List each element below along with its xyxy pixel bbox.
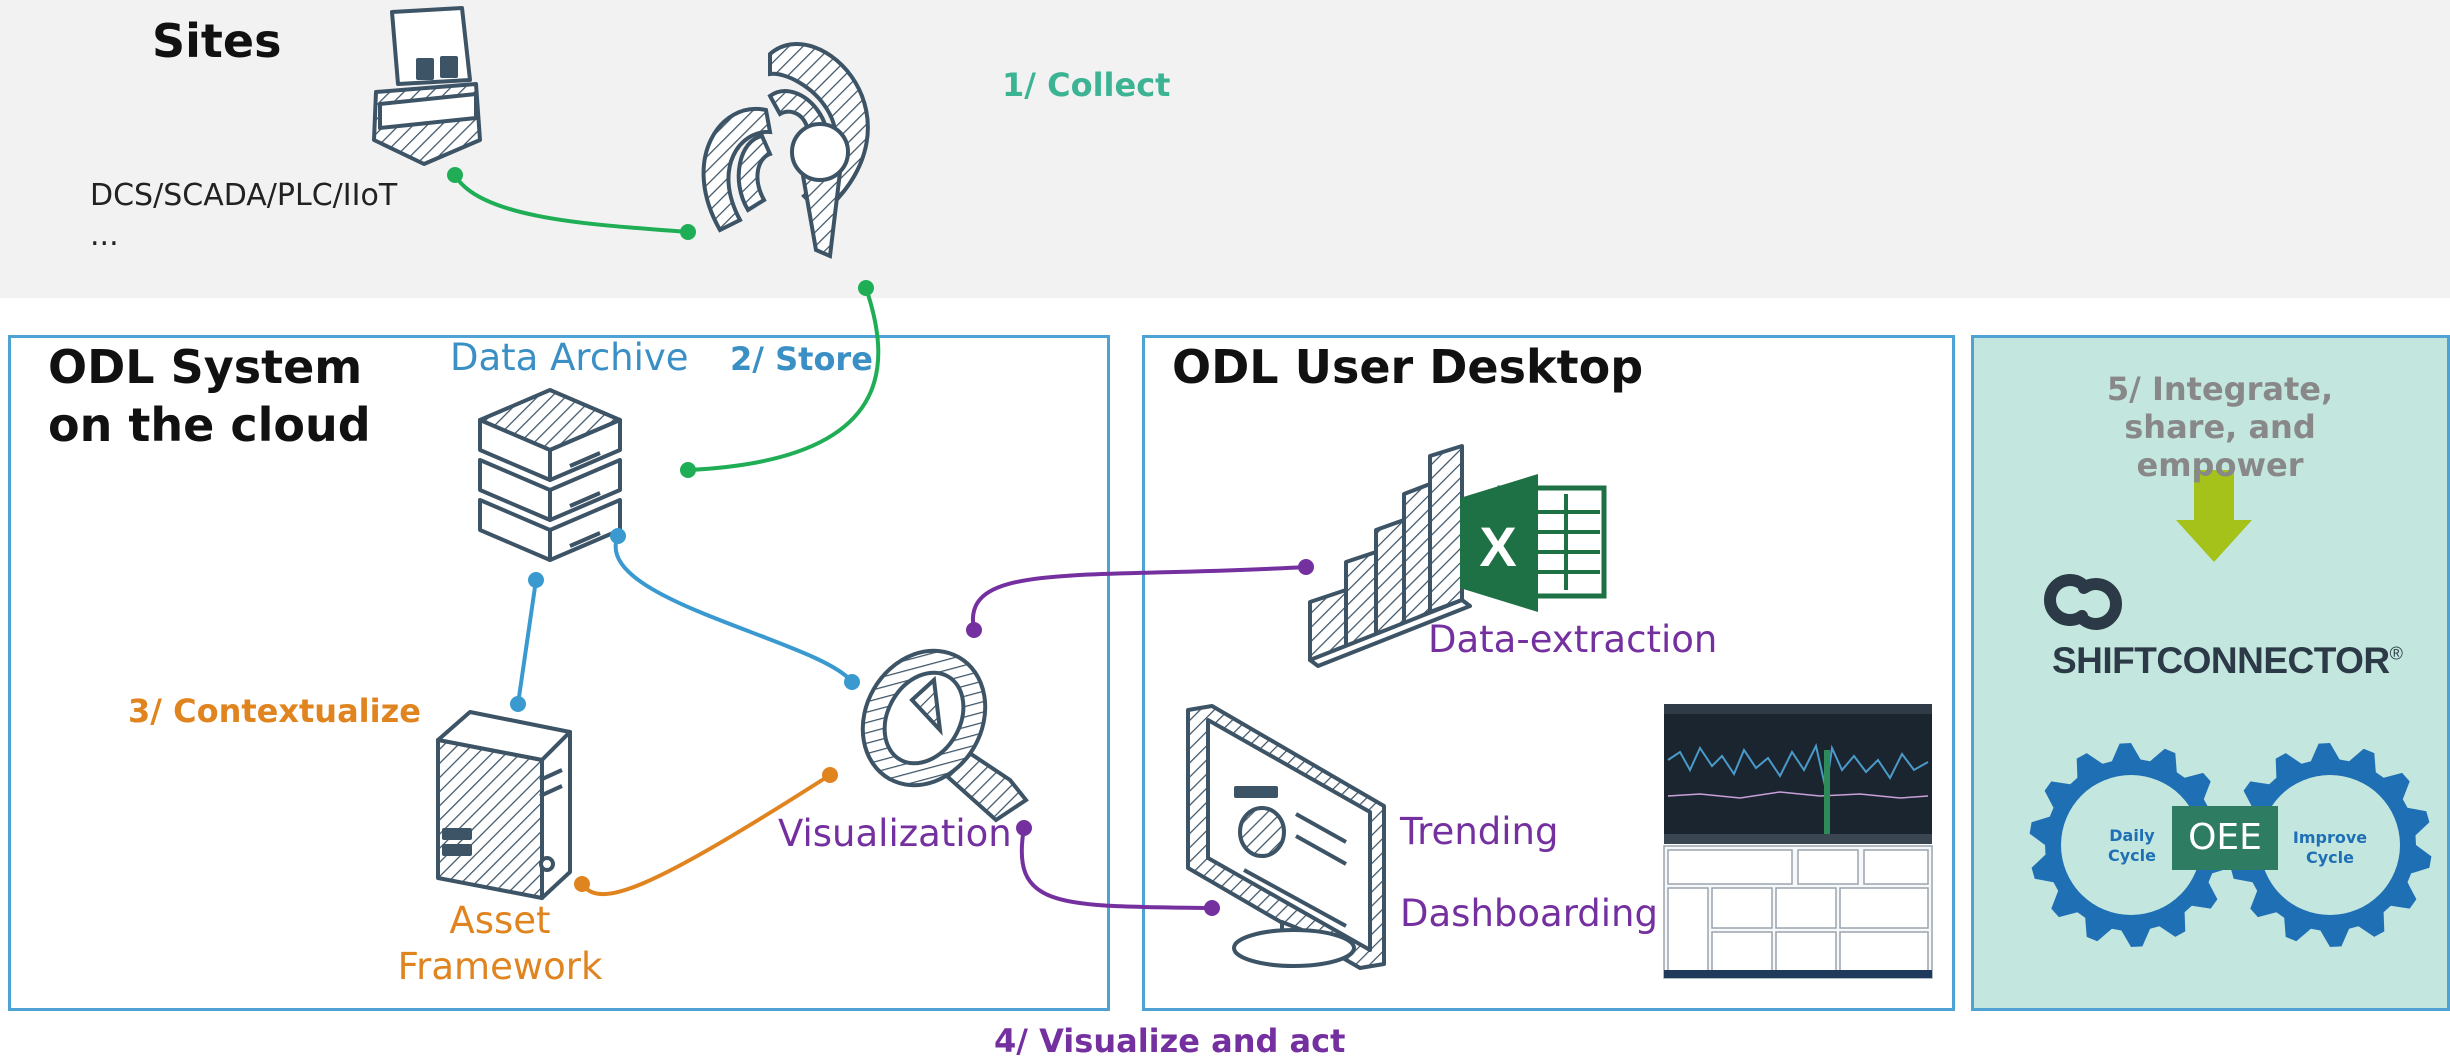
connector-collect [453, 173, 881, 472]
gear-improve-cycle-label: Improve Cycle [2292, 828, 2368, 867]
sites-more-label: ... [90, 218, 119, 253]
desktop-panel-title: ODL User Desktop [1172, 340, 1644, 394]
trending-label: Trending [1400, 810, 1559, 853]
shiftconnector-brand: SHIFTCONNECTOR® [2052, 640, 2403, 682]
trending-screenshot [1664, 704, 1932, 844]
excel-icon: X [1460, 474, 1607, 612]
data-extraction-label: Data-extraction [1428, 618, 1718, 661]
dashboarding-label: Dashboarding [1400, 892, 1658, 935]
tower-pc-icon [436, 710, 572, 900]
sites-title: Sites [152, 14, 282, 68]
cloud-panel [8, 335, 1110, 1011]
step-integrate-label: 5/ Integrate, share, and empower [2106, 370, 2334, 484]
usb-device-icon [372, 6, 482, 166]
dashboard-screenshot [1663, 845, 1933, 979]
down-arrow-icon [2176, 470, 2252, 562]
oee-badge: OEE [2172, 806, 2278, 870]
connector-store-blue [516, 535, 854, 705]
shiftconnector-logo-icon [2044, 574, 2122, 630]
gear-daily-cycle-label: Daily Cycle [2108, 826, 2156, 865]
step-contextualize-label: 3/ Contextualize [128, 692, 421, 730]
connector-visualize [970, 565, 1307, 910]
brand-registered-mark: ® [2389, 643, 2403, 664]
step-store-label: 2/ Store [730, 340, 873, 378]
bar-staircase-icon [1308, 444, 1472, 668]
visualization-label: Visualization [778, 812, 1012, 855]
step-collect-label: 1/ Collect [1002, 66, 1171, 104]
monitor-icon [1186, 704, 1386, 970]
svg-text:X: X [1479, 515, 1516, 578]
antenna-icon [701, 42, 870, 259]
cloud-panel-title: ODL System on the cloud [48, 340, 371, 452]
connector-dots [447, 167, 1314, 916]
step-visualize-label: 4/ Visualize and act [994, 1022, 1346, 1060]
sites-systems-label: DCS/SCADA/PLC/IIoT [90, 178, 398, 213]
asset-framework-label: Asset Framework [397, 899, 603, 988]
gear-daily-cycle-icon [2029, 743, 2233, 947]
connector-contextualize [580, 773, 832, 896]
data-archive-label: Data Archive [450, 336, 689, 379]
brand-name: SHIFTCONNECTOR [2052, 640, 2390, 681]
server-rack-icon [478, 388, 622, 562]
gear-improve-cycle-icon [2228, 743, 2432, 947]
magnifier-icon [860, 648, 1029, 823]
desktop-panel [1142, 335, 1955, 1011]
